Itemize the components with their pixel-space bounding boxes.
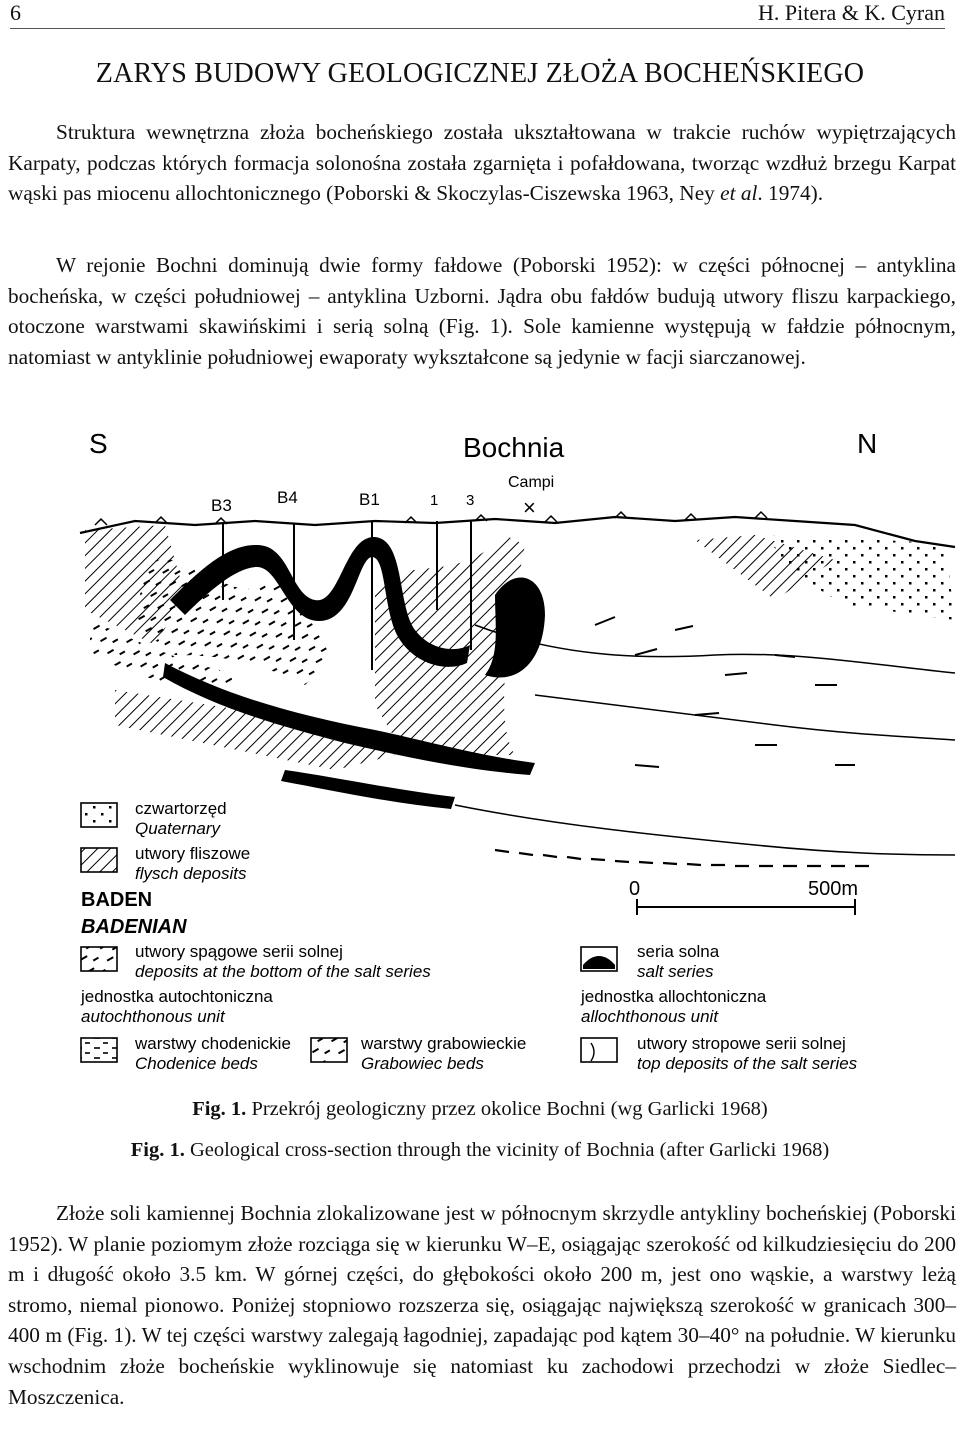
- legend-swatch-bottom: [80, 946, 118, 972]
- legend-chodenice-pl: warstwy chodenickie: [134, 1034, 291, 1053]
- figure-caption-en: Fig. 1. Geological cross-section through…: [0, 1139, 960, 1162]
- legend-bottom-en: deposits at the bottom of the salt serie…: [135, 962, 431, 981]
- base-dashed-line: [494, 848, 869, 868]
- flysch-lower: [115, 690, 395, 770]
- legend-swatch-quaternary: [80, 802, 118, 828]
- legend-autoch-en: autochthonous unit: [81, 1007, 226, 1026]
- legend-alloch-en: allochthonous unit: [581, 1007, 719, 1026]
- allochthon-dashes: [594, 616, 855, 768]
- legend-salt-pl: seria solna: [637, 942, 720, 961]
- salt-lens-deep: [281, 770, 455, 809]
- legend-top-pl: utwory stropowe serii solnej: [637, 1034, 846, 1053]
- legend-baden-pl: BADEN: [81, 889, 152, 911]
- paragraph-1-text-a: Struktura wewnętrzna złoża bocheńskiego …: [8, 120, 956, 206]
- label-north: N: [857, 428, 877, 459]
- label-shaft-b3: B3: [211, 496, 232, 515]
- figure-caption-pl: Fig. 1. Przekrój geologiczny przez okoli…: [0, 1098, 960, 1121]
- topography-ticks: [94, 510, 768, 526]
- caption-pl-label: Fig. 1.: [192, 1098, 247, 1120]
- figure-1: S N Bochnia Campi × B3 B4 B1 1 3 0 500m …: [75, 425, 960, 1090]
- salt-fold-main: [170, 536, 470, 667]
- paragraph-3-text: Złoże soli kamiennej Bochnia zlokalizowa…: [8, 1201, 956, 1409]
- caption-pl-text: Przekrój geologiczny przez okolice Bochn…: [246, 1098, 768, 1120]
- paragraph-1: Struktura wewnętrzna złoża bocheńskiego …: [8, 117, 956, 209]
- label-shaft-b4: B4: [277, 488, 298, 507]
- legend-baden-en: BADENIAN: [81, 916, 187, 938]
- label-town: Bochnia: [463, 432, 565, 463]
- caption-en-label: Fig. 1.: [130, 1139, 185, 1161]
- section-title: ZARYS BUDOWY GEOLOGICZNEJ ZŁOŻA BOCHEŃSK…: [95, 58, 865, 89]
- paragraph-2-text: W rejonie Bochni dominują dwie formy fał…: [8, 253, 956, 369]
- caption-en-text: Geological cross-section through the vic…: [184, 1139, 830, 1161]
- legend-quaternary-en: Quaternary: [135, 819, 222, 838]
- label-south: S: [89, 428, 108, 459]
- legend-flysch-pl: utwory fliszowe: [135, 844, 250, 863]
- scale-zero: 0: [629, 878, 640, 900]
- bottom-deposits-lower: [90, 620, 235, 695]
- cross-section-svg: S N Bochnia Campi × B3 B4 B1 1 3 0 500m …: [79, 428, 956, 1073]
- legend-flysch-en: flysch deposits: [135, 864, 247, 883]
- legend-bottom-pl: utwory spągowe serii solnej: [135, 942, 343, 961]
- paragraph-1-etal: et al: [720, 181, 758, 206]
- thrust-line-3: [454, 804, 956, 856]
- paragraph-3: Złoże soli kamiennej Bochnia zlokalizowa…: [8, 1198, 956, 1412]
- thrust-line-1: [474, 624, 956, 674]
- quaternary-north: [765, 535, 955, 620]
- label-shaft-3: 3: [466, 492, 474, 509]
- legend-grabowiec-pl: warstwy grabowieckie: [360, 1034, 526, 1053]
- label-shaft-b1: B1: [359, 490, 380, 509]
- legend-autoch-pl: jednostka autochtoniczna: [80, 987, 273, 1006]
- paragraph-1-text-b: . 1974).: [757, 181, 824, 206]
- legend-grabowiec-en: Grabowiec beds: [361, 1054, 484, 1073]
- label-shaft-1: 1: [430, 492, 438, 509]
- legend-swatch-top: [580, 1037, 618, 1063]
- page-number: 6: [10, 0, 21, 25]
- paragraph-2: W rejonie Bochni dominują dwie formy fał…: [8, 250, 956, 372]
- legend-swatch-flysch: [80, 847, 118, 873]
- legend-top-en: top deposits of the salt series: [637, 1054, 858, 1073]
- running-header: 6 H. Pitera & K. Cyran: [10, 0, 945, 29]
- label-campi: Campi: [508, 474, 554, 491]
- scale-end: 500m: [808, 878, 858, 900]
- legend-alloch-pl: jednostka allochtoniczna: [580, 987, 767, 1006]
- label-cross: ×: [523, 495, 536, 520]
- legend-swatch-grabowiec: [310, 1037, 348, 1063]
- flysch-core: [375, 535, 525, 755]
- thrust-line-2: [534, 694, 956, 741]
- legend-chodenice-en: Chodenice beds: [135, 1054, 258, 1073]
- legend-swatch-chodenice: [80, 1037, 118, 1063]
- salt-body-north: [485, 577, 545, 678]
- running-authors: H. Pitera & K. Cyran: [758, 0, 945, 25]
- legend-quaternary-pl: czwartorzęd: [135, 799, 227, 818]
- legend-salt-en: salt series: [637, 962, 714, 981]
- salt-lens-lower: [163, 663, 535, 775]
